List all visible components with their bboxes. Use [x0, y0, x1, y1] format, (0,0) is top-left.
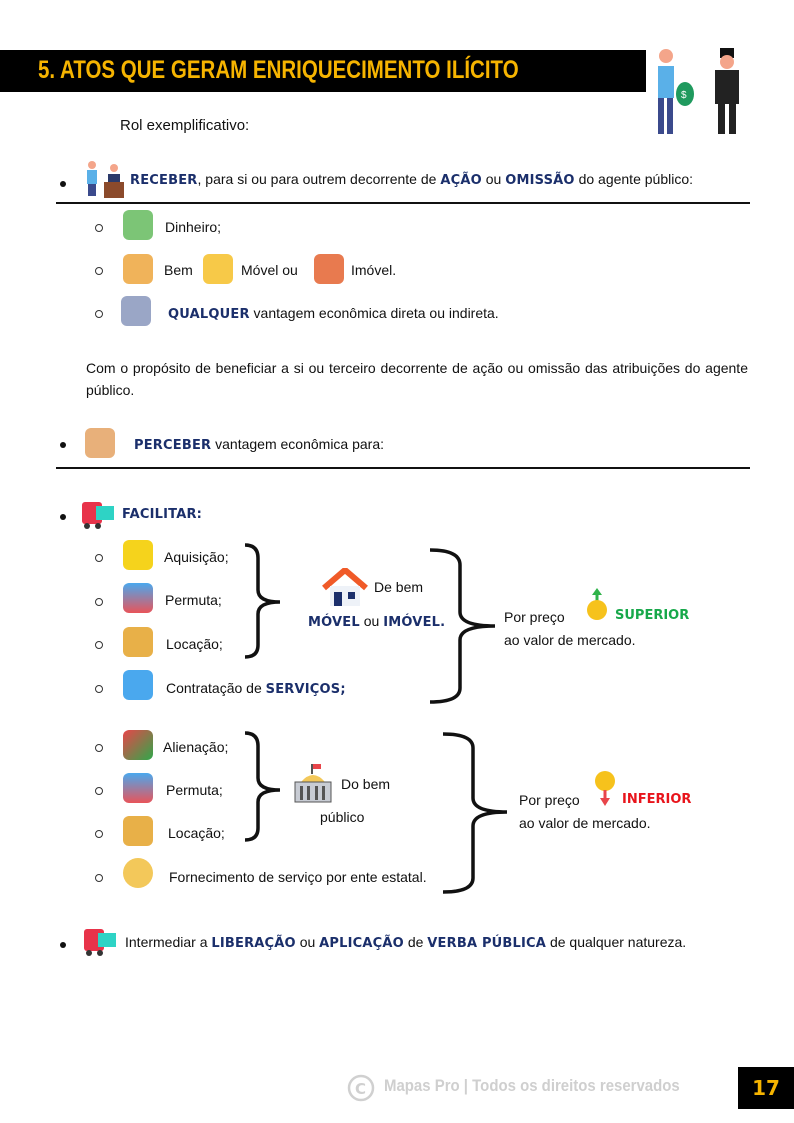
exchange-arrows-icon [123, 773, 153, 803]
text: , para si ou para outrem decorrente de [197, 171, 441, 187]
movel-imovel-label: MÓVEL ou IMÓVEL. [308, 613, 445, 630]
item-alienacao: Alienação; [163, 739, 229, 755]
page-number: 17 [738, 1067, 794, 1109]
item-movel: Móvel ou [241, 262, 298, 278]
text: vantagem econômica direta ou indireta. [249, 305, 499, 321]
bus-icon [82, 502, 114, 529]
sub-bullet [95, 874, 103, 882]
kw-receber: RECEBER [130, 173, 198, 188]
intermediar-line: Intermediar a LIBERAÇÃO ou APLICAÇÃO de … [125, 934, 686, 951]
kw-liberacao: LIBERAÇÃO [211, 936, 296, 951]
text: ou [359, 613, 384, 629]
de-bem-label: De bem [374, 579, 424, 595]
kw-perceber: PERCEBER [134, 438, 212, 453]
kw-facilitar: FACILITAR: [122, 507, 203, 522]
item-permuta: Permuta; [166, 782, 223, 798]
item-fornecimento: Fornecimento de serviço por ente estatal… [169, 869, 427, 885]
kw-verba-publica: VERBA PÚBLICA [427, 936, 547, 951]
money-icon [123, 210, 153, 240]
superior-label: SUPERIOR [615, 608, 690, 623]
kw-aplicacao: APLICAÇÃO [319, 936, 404, 951]
public-service-icon [123, 858, 153, 888]
item-locacao: Locação; [166, 636, 223, 652]
item-locacao: Locação; [168, 825, 225, 841]
bullet [60, 442, 66, 448]
house-hand-icon [314, 254, 344, 284]
service-worker-icon [123, 670, 153, 700]
sub-bullet [95, 744, 103, 752]
kw-acao: AÇÃO [440, 173, 482, 188]
title-bar [0, 50, 646, 92]
sub-bullet [95, 310, 103, 318]
shopping-bag-icon [203, 254, 233, 284]
kw-imovel: IMÓVEL. [383, 615, 446, 630]
receber-line: RECEBER, para si ou para outrem decorren… [130, 171, 693, 188]
item-imovel: Imóvel. [351, 262, 397, 278]
coin-down-arrow-icon [595, 771, 615, 806]
do-bem-label: Do bem [341, 776, 391, 792]
kw-omissao: OMISSÃO [505, 173, 575, 188]
text: de qualquer natureza. [546, 934, 687, 950]
shield-coin-icon [121, 296, 151, 326]
sub-bullet [95, 685, 103, 693]
bribe-illustration-icon: $ [658, 48, 739, 134]
meeting-icon [85, 428, 115, 458]
house-icon [322, 568, 368, 606]
por-preco-label: Por preço [519, 792, 580, 808]
text: vantagem econômica para: [211, 436, 385, 452]
text: Intermediar a [125, 934, 212, 950]
footer-text: Mapas Pro | Todos os direitos reservados [384, 1076, 680, 1095]
item-qualquer: QUALQUER vantagem econômica direta ou in… [168, 305, 499, 322]
valor-mercado-label: ao valor de mercado. [504, 632, 636, 648]
divider [56, 202, 750, 204]
perceber-line: PERCEBER vantagem econômica para: [134, 436, 384, 453]
sub-bullet [95, 830, 103, 838]
text: Contratação de [166, 680, 266, 696]
sub-bullet [95, 267, 103, 275]
divider [56, 467, 750, 469]
svg-text:$: $ [681, 90, 687, 101]
copyright-icon: C [347, 1074, 375, 1102]
item-permuta: Permuta; [165, 592, 222, 608]
svg-text:C: C [355, 1080, 366, 1098]
sub-bullet [95, 224, 103, 232]
text: ou [481, 171, 506, 187]
text: do agente público: [574, 171, 694, 187]
page-title: 5. ATOS QUE GERAM ENRIQUECIMENTO ILÍCITO [38, 56, 519, 84]
assets-icon [123, 254, 153, 284]
bullet [60, 514, 66, 520]
publico-label: público [320, 809, 365, 825]
rent-money-bag-icon [123, 816, 153, 846]
public-building-icon [294, 764, 332, 803]
receiving-people-icon [87, 161, 124, 198]
bullet [60, 942, 66, 948]
kw-movel: MÓVEL [308, 615, 360, 630]
valor-mercado-label: ao valor de mercado. [519, 815, 651, 831]
por-preco-label: Por preço [504, 609, 565, 625]
purpose-paragraph: Com o propósito de beneficiar a si ou te… [86, 360, 748, 398]
text: ou [295, 934, 320, 950]
inferior-label: INFERIOR [622, 792, 692, 807]
braces-group1 [244, 543, 496, 704]
exchange-arrows-icon [123, 583, 153, 613]
braces-group2 [244, 731, 508, 894]
text: de [403, 934, 428, 950]
sub-bullet [95, 598, 103, 606]
item-bem: Bem [164, 262, 193, 278]
kw-qualquer: QUALQUER [168, 307, 250, 322]
subtitle: Rol exemplificativo: [120, 117, 250, 134]
bus-icon [84, 929, 116, 956]
sub-bullet [95, 641, 103, 649]
gift-money-exchange-icon [123, 730, 153, 760]
item-servicos: Contratação de SERVIÇOS; [166, 680, 346, 697]
coin-up-arrow-icon [587, 588, 607, 620]
item-dinheiro: Dinheiro; [165, 219, 222, 235]
item-aquisicao: Aquisição; [164, 549, 229, 565]
rent-money-bag-icon [123, 627, 153, 657]
bullet [60, 181, 66, 187]
cart-icon [123, 540, 153, 570]
sub-bullet [95, 554, 103, 562]
sub-bullet [95, 787, 103, 795]
kw-servicos: SERVIÇOS; [265, 682, 346, 697]
